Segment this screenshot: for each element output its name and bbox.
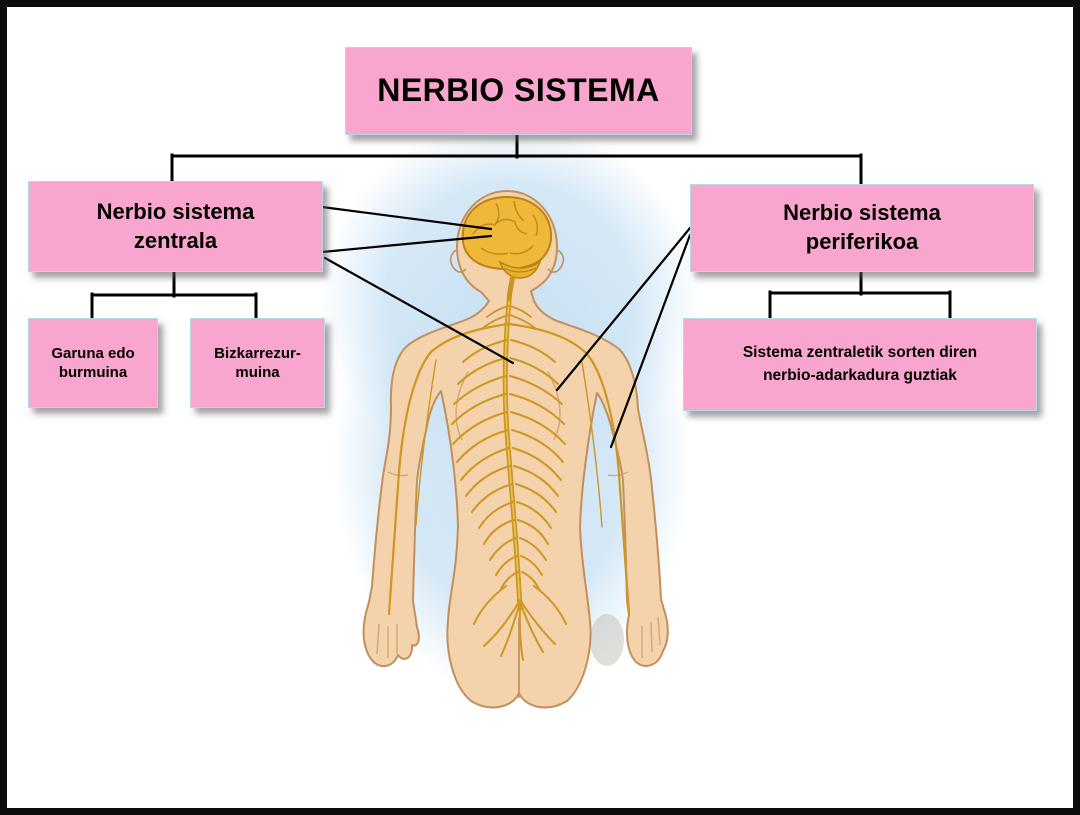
- brain: [461, 195, 553, 303]
- nerve-branches-child-box: Sistema zentraletik sorten diren nerbio-…: [683, 318, 1037, 411]
- peripheral-nervous-system-box: Nerbio sistema periferikoa: [690, 184, 1034, 272]
- spinal-cord-child-box: Bizkarrezur-muina: [190, 318, 325, 408]
- nerve-branches-child-label: Sistema zentraletik sorten diren nerbio-…: [742, 344, 978, 384]
- peripheral-nervous-system-label: Nerbio sistema periferikoa: [783, 200, 941, 254]
- title-box: NERBIO SISTEMA: [345, 47, 692, 135]
- brain-child-label: Garuna edo burmuina: [51, 344, 135, 382]
- central-nervous-system-label: Nerbio sistema zentrala: [96, 198, 255, 253]
- spinal-cord-child-label: Bizkarrezur-muina: [214, 344, 301, 382]
- hand-shadow: [590, 614, 624, 666]
- diagram-title: NERBIO SISTEMA: [377, 72, 660, 109]
- brain-child-box: Garuna edo burmuina: [28, 318, 158, 408]
- tree-connectors: [90, 131, 952, 321]
- central-nervous-system-box: Nerbio sistema zentrala: [28, 181, 323, 272]
- pointer-lines: [320, 205, 692, 449]
